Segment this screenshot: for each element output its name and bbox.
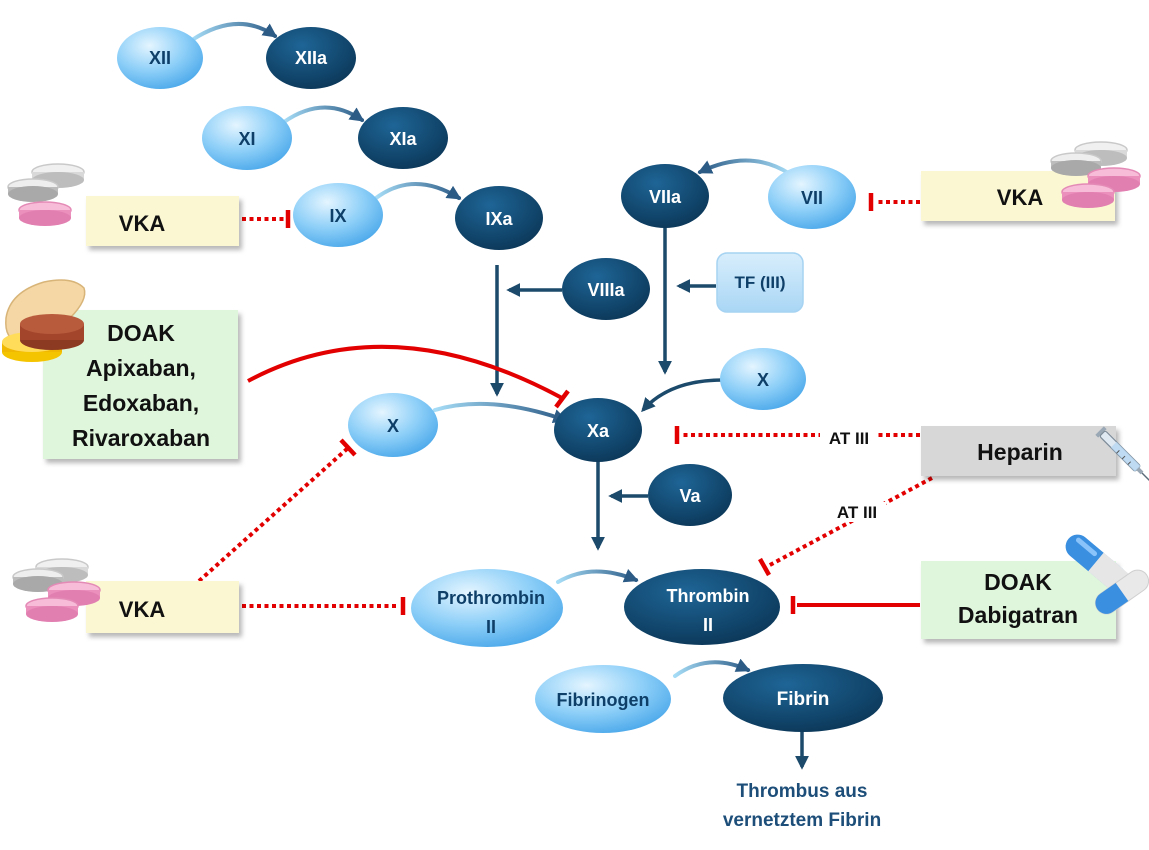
tissue-factor-box: TF (III) — [716, 252, 804, 313]
factor-xiia-label: XIIa — [295, 48, 328, 68]
inhibit-vka-x-bar — [339, 438, 357, 457]
factor-nodes: XII XIIa XI XIa IX IXa VIIa VII — [117, 27, 883, 733]
factor-ix-label: IX — [329, 206, 346, 226]
doak-apixaban: Apixaban, — [86, 355, 196, 381]
arrow-x-right-to-xa — [641, 378, 724, 413]
fibrin-label: Fibrin — [777, 689, 830, 710]
curve-vii-to-viia — [697, 158, 792, 176]
inhibition-lines — [197, 193, 933, 615]
thrombin-label: Thrombin — [667, 586, 750, 606]
factor-xia-label: XIa — [389, 129, 417, 149]
thrombin-roman-label: II — [703, 615, 713, 635]
prothrombin-label: Prothrombin — [437, 588, 545, 608]
factor-va-label: Va — [679, 486, 701, 506]
factor-xia: XIa — [358, 107, 448, 169]
factor-x-left-label: X — [387, 416, 399, 436]
factor-va: Va — [648, 464, 732, 526]
factor-xa-label: Xa — [587, 421, 610, 441]
inhibit-doak-xa — [247, 344, 563, 400]
thrombus-line-1: Thrombus aus — [737, 781, 868, 802]
activation-curves — [190, 22, 792, 678]
doak-xa-box: DOAK Apixaban, Edoxaban, Rivaroxaban — [43, 310, 238, 459]
factor-viiia-label: VIIIa — [587, 280, 625, 300]
syringe-icon — [1095, 426, 1149, 494]
thrombus-line-2: vernetztem Fibrin — [723, 810, 881, 831]
factor-ix: IX — [293, 183, 383, 247]
doak-xa-title: DOAK — [107, 320, 175, 346]
pill-stack-icon — [7, 163, 85, 226]
factor-xa: Xa — [554, 398, 642, 462]
prothrombin-roman-label: II — [486, 617, 496, 637]
doak-dabigatran-name: Dabigatran — [958, 602, 1078, 628]
drug-boxes: VKA VKA VKA DOAK Apixaban, Edoxaban, Riv… — [43, 171, 1116, 639]
factor-xi-label: XI — [238, 129, 255, 149]
curve-ix-to-ixa — [374, 182, 462, 200]
vka-label-bottom-left: VKA — [119, 597, 166, 622]
factor-xiia: XIIa — [266, 27, 356, 89]
factor-x-left: X — [348, 393, 438, 457]
factor-ixa: IXa — [455, 186, 543, 250]
factor-thrombin: Thrombin II — [624, 569, 780, 645]
vka-label-top-right: VKA — [997, 185, 1044, 210]
curve-xi-to-xia — [282, 105, 365, 124]
factor-fibrin: Fibrin — [723, 664, 883, 732]
pill-stack-icon — [1050, 141, 1141, 208]
capsule-icon — [1065, 534, 1149, 615]
thrombus-outcome: Thrombus aus vernetztem Fibrin — [723, 781, 881, 831]
factor-viia: VIIa — [621, 164, 709, 228]
doak-edoxaban: Edoxaban, — [83, 390, 199, 416]
factor-xii: XII — [117, 27, 203, 89]
factor-vii-label: VII — [801, 188, 823, 208]
vka-box-top-left: VKA — [86, 196, 239, 246]
factor-viia-label: VIIa — [649, 187, 682, 207]
factor-fibrinogen: Fibrinogen — [535, 665, 671, 733]
tablet-icon — [2, 279, 86, 362]
factor-prothrombin: Prothrombin II — [411, 569, 563, 647]
curve-x-to-xa — [433, 401, 568, 424]
factor-x-right-label: X — [757, 370, 769, 390]
tissue-factor-label: TF (III) — [735, 273, 786, 292]
fibrinogen-label: Fibrinogen — [557, 690, 650, 710]
vka-box-bottom-left: VKA — [86, 581, 239, 633]
pill-stack-icon — [12, 558, 101, 622]
heparin-label: Heparin — [977, 439, 1063, 465]
factor-ixa-label: IXa — [485, 209, 513, 229]
factor-xii-label: XII — [149, 48, 171, 68]
factor-xi: XI — [202, 106, 292, 170]
doak-dabigatran-box: DOAK Dabigatran — [921, 561, 1116, 639]
factor-viiia: VIIIa — [562, 258, 650, 320]
at3-label-lower: AT III — [837, 503, 877, 522]
inhibit-vka-x — [197, 446, 350, 583]
factor-vii: VII — [768, 165, 856, 229]
at3-label-upper: AT III — [829, 429, 869, 448]
curve-prothrombin-to-thrombin — [556, 568, 639, 584]
vka-label-top-left: VKA — [119, 211, 166, 236]
factor-x-right: X — [720, 348, 806, 410]
heparin-box: Heparin — [921, 426, 1116, 476]
doak-rivaroxaban: Rivaroxaban — [72, 425, 210, 451]
curve-fibrinogen-to-fibrin — [673, 658, 751, 678]
inhibit-heparin-thrombin-bar — [758, 557, 771, 577]
inhibit-doak-xa-bar — [554, 389, 570, 409]
curve-xii-to-xiia — [190, 22, 278, 42]
pathway-arrows — [490, 227, 809, 770]
doak-dabigatran-title: DOAK — [984, 569, 1052, 595]
